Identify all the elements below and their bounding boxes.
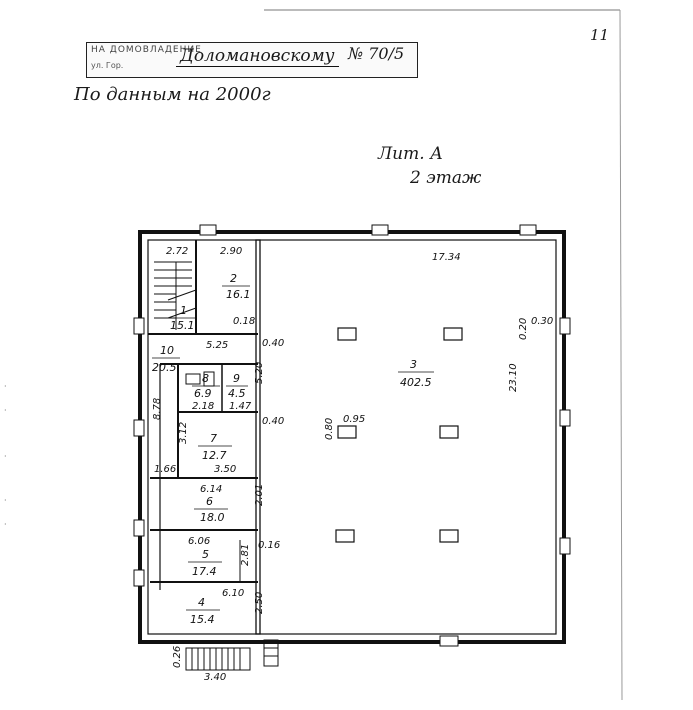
columns xyxy=(335,327,463,543)
outer-walls xyxy=(138,230,566,644)
dim-room7-bottom: 3.50 xyxy=(214,464,236,475)
room-area-10: 20.5 xyxy=(152,361,177,374)
dim-room8-bottom: 2.18 xyxy=(192,401,214,412)
stamp-subtext: ул. Гор. xyxy=(91,61,124,70)
margin-mark: · xyxy=(4,496,7,505)
dim-left-312: 3.12 xyxy=(178,422,189,444)
dim-room9-bottom: 1.47 xyxy=(229,401,252,412)
dim-room5-top: 6.06 xyxy=(188,536,210,547)
room-area-9: 4.5 xyxy=(228,387,246,400)
dim-right-wall2: 0.20 xyxy=(518,318,529,340)
room-number-6: 6 xyxy=(206,495,213,508)
dim-left-166: 1.66 xyxy=(154,464,176,475)
room-number-7: 7 xyxy=(210,432,217,445)
dim-col-095: 0.95 xyxy=(343,414,365,425)
dim-wall-018: 0.18 xyxy=(233,316,255,327)
dim-left-878: 8.78 xyxy=(152,398,163,420)
dim-top-main: 17.34 xyxy=(432,252,461,263)
margin-mark: · xyxy=(4,452,7,461)
room-area-2: 16.1 xyxy=(226,288,251,301)
room-area-3: 402.5 xyxy=(400,376,432,389)
data-date-note: По данным на 2000г xyxy=(74,84,271,105)
dim-room4-right: 2.50 xyxy=(254,592,265,614)
room-area-1: 15.1 xyxy=(170,319,195,332)
room-number-3: 3 xyxy=(410,358,417,371)
dim-room5-right: 2.81 xyxy=(240,544,251,566)
room-area-8: 6.9 xyxy=(194,387,212,400)
dim-top-left-b: 2.90 xyxy=(220,246,242,257)
dim-room10-top: 5.25 xyxy=(206,340,228,351)
margin-mark: · xyxy=(4,382,7,391)
room-area-5: 17.4 xyxy=(192,565,217,578)
building-letter: Лит. А xyxy=(378,144,443,164)
dim-room4-top: 6.10 xyxy=(222,588,244,599)
room-number-5: 5 xyxy=(202,548,209,561)
dim-top-left-a: 2.72 xyxy=(166,246,188,257)
dim-bottom-wall: 0.26 xyxy=(172,646,183,668)
room-number-4: 4 xyxy=(198,596,205,609)
room-number-8: 8 xyxy=(202,372,209,385)
floor-label: 2 этаж xyxy=(410,168,482,188)
window-marks xyxy=(133,224,571,647)
page-number: 11 xyxy=(590,26,610,44)
dim-room6-right: 2.01 xyxy=(254,484,265,506)
sanitary-fixtures xyxy=(185,371,215,387)
room-number-9: 9 xyxy=(233,372,240,385)
margin-mark: · xyxy=(4,406,7,415)
dim-room5-wall: 0.16 xyxy=(258,540,280,551)
room-area-6: 18.0 xyxy=(200,511,225,524)
house-number: № 70/5 xyxy=(348,44,405,63)
dim-bottom-stair: 3.40 xyxy=(204,672,226,683)
dim-right-main: 23.10 xyxy=(508,363,519,392)
room-number-10: 10 xyxy=(160,344,174,357)
dim-col-mid: 5.20 xyxy=(254,362,265,384)
stamp-text: НА ДОМОВЛАДЕНИЕ xyxy=(91,45,202,55)
dim-right-wall: 0.30 xyxy=(531,316,553,327)
title-stamp: НА ДОМОВЛАДЕНИЕ ул. Гор. xyxy=(86,42,418,78)
dim-wall-040b: 0.40 xyxy=(262,416,284,427)
margin-mark: · xyxy=(4,520,7,529)
dim-col-080: 0.80 xyxy=(324,418,335,440)
interior-walls xyxy=(148,239,261,635)
dim-room6-top: 6.14 xyxy=(200,484,222,495)
room-area-4: 15.4 xyxy=(190,613,215,626)
room-area-7: 12.7 xyxy=(202,449,227,462)
entrance-stair xyxy=(185,639,279,671)
room-number-2: 2 xyxy=(230,272,237,285)
dim-wall-040a: 0.40 xyxy=(262,338,284,349)
room-number-1: 1 xyxy=(180,304,187,317)
street-address: Доломановскому xyxy=(176,46,339,67)
